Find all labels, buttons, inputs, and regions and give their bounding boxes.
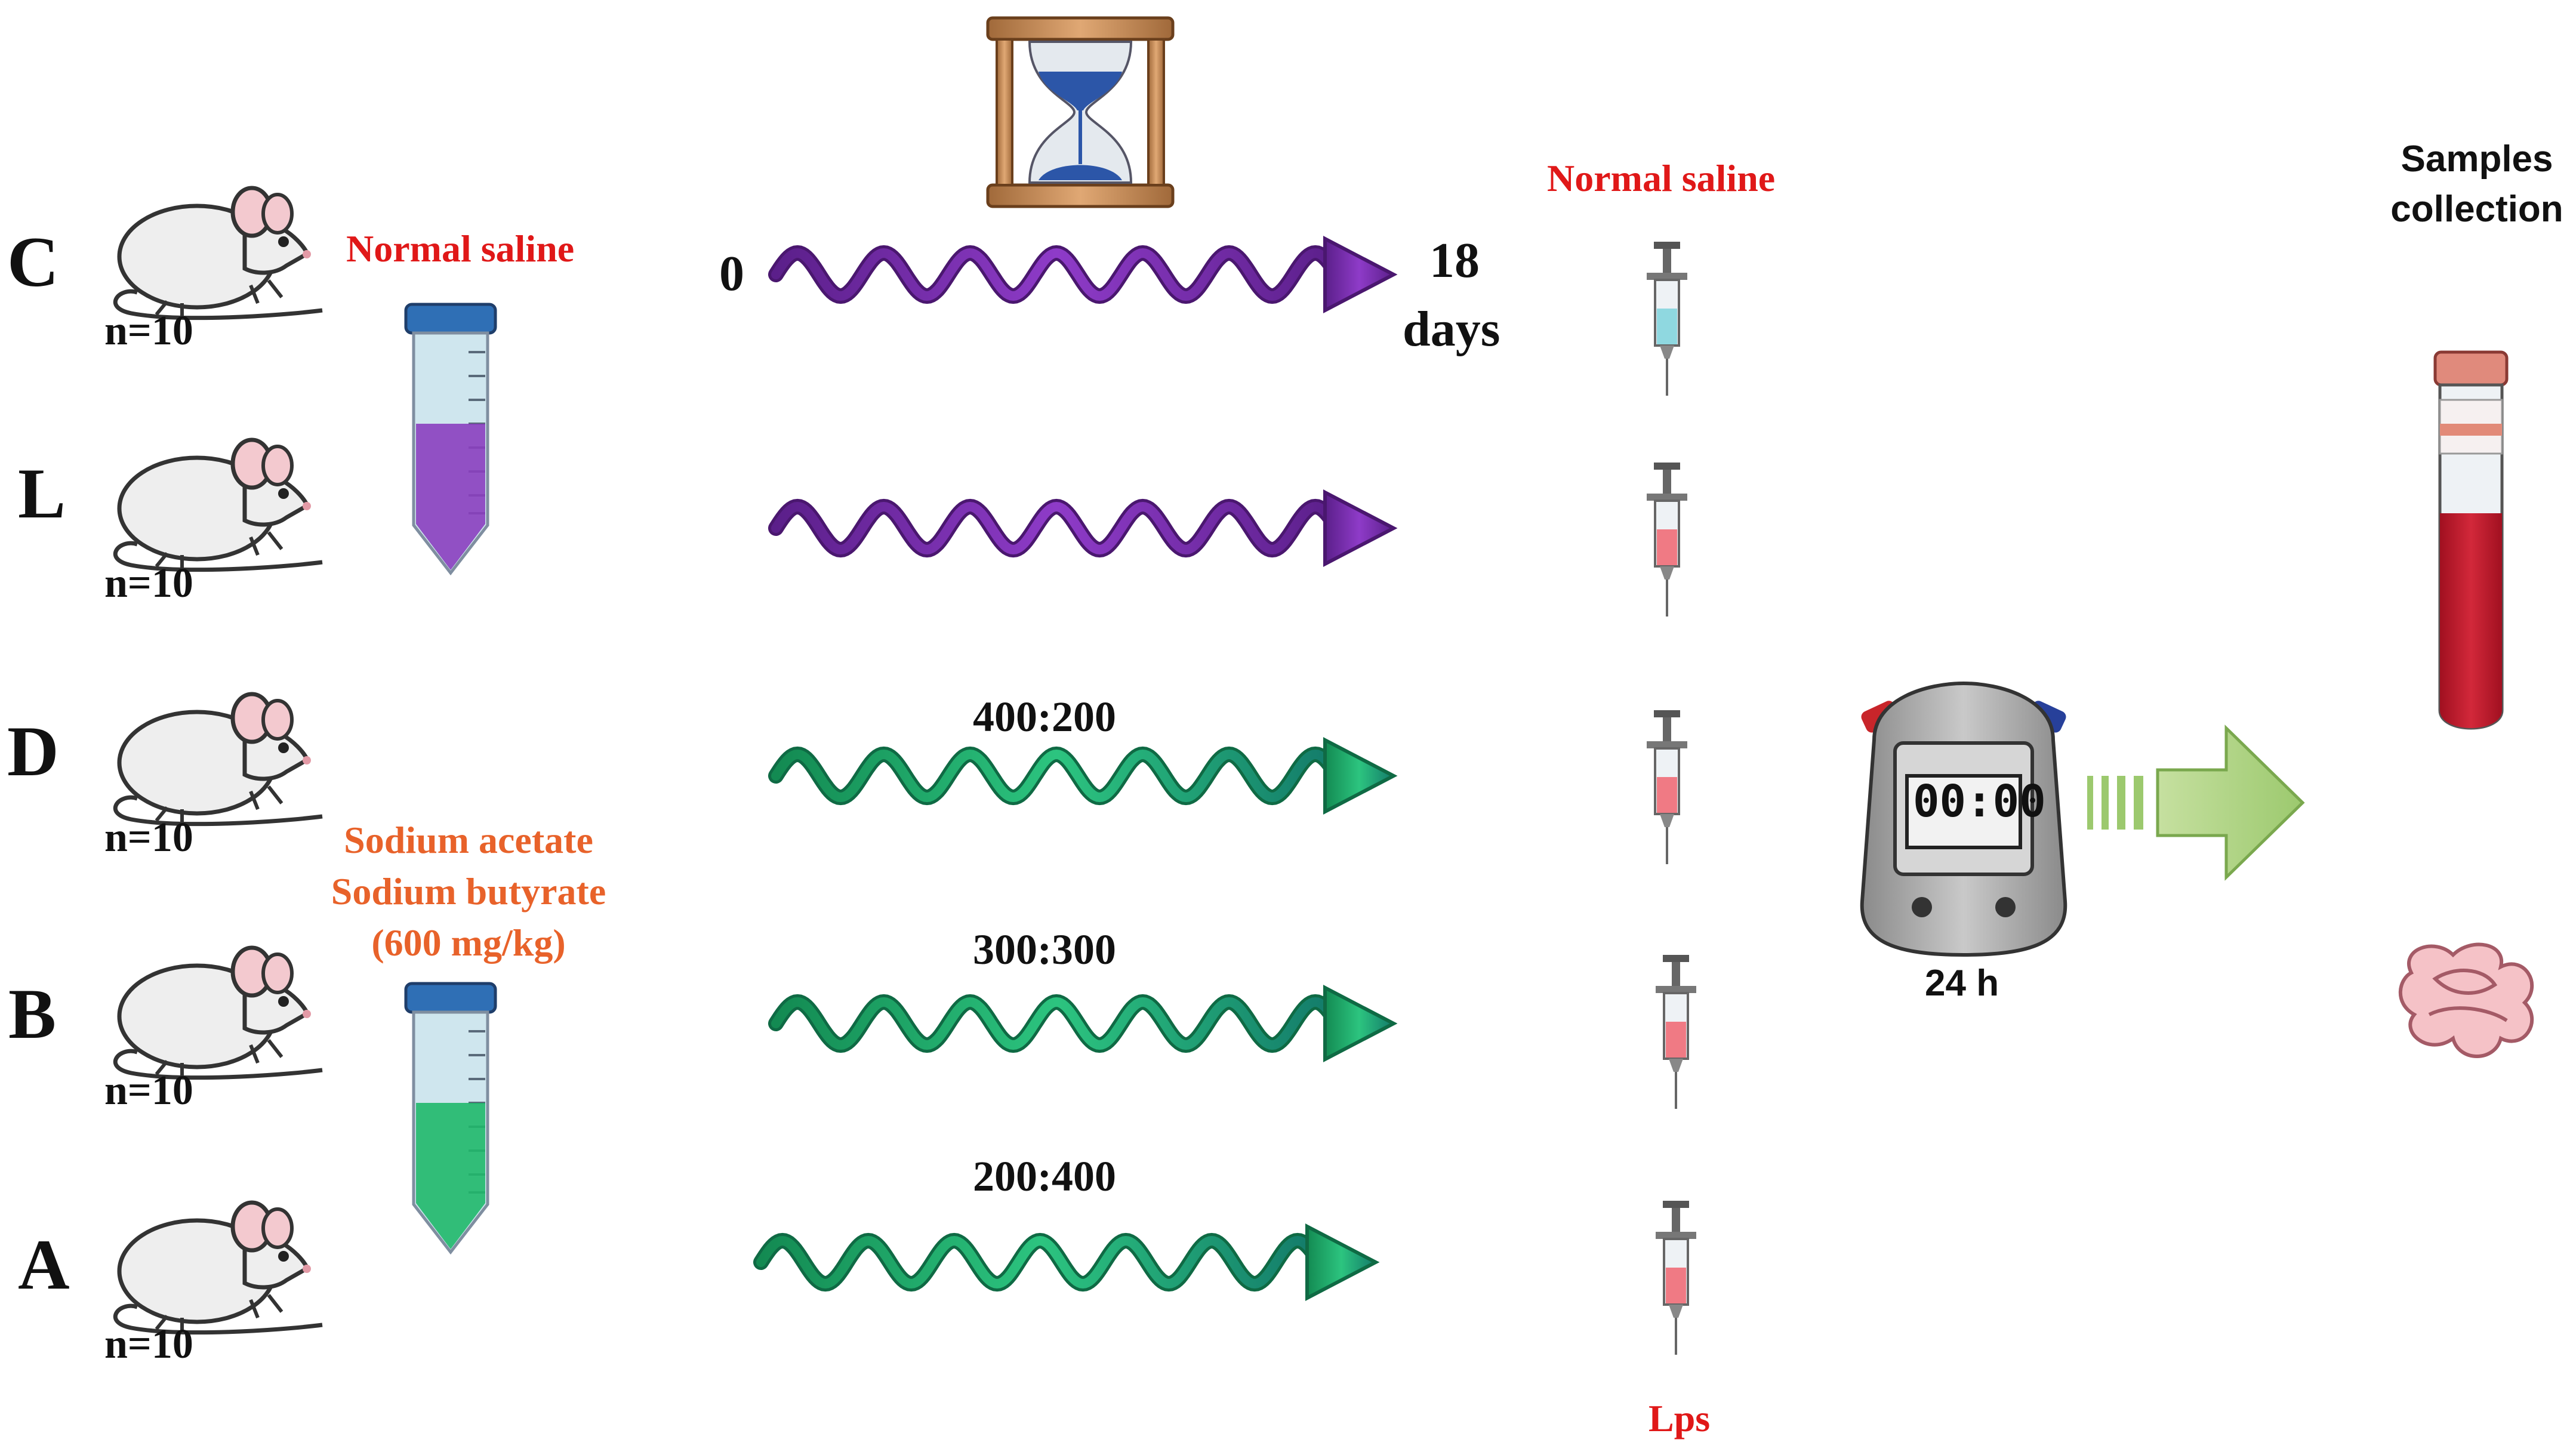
falcon-tube-icon-saline xyxy=(406,304,495,573)
timeline-arrow-c-wave xyxy=(771,248,1342,301)
timeline-arrow-a-head xyxy=(1305,1223,1380,1301)
stopwatch-duration: 24 h xyxy=(1925,963,1999,1004)
tube-label-line-3: (600 mg/kg) xyxy=(371,921,566,964)
timeline-arrow-a xyxy=(753,1223,1380,1301)
syringe-icon-d xyxy=(1646,709,1688,865)
tube-label-scfa: Sodium acetate Sodium butyrate (600 mg/k… xyxy=(316,815,621,969)
group-count-b: n=10 xyxy=(104,1068,193,1114)
group-label-d: D xyxy=(7,711,59,791)
ratio-label-b: 300:300 xyxy=(973,926,1116,973)
mouse-icon-a xyxy=(115,1203,322,1333)
hourglass-icon xyxy=(986,16,1175,208)
timeline-arrow-c xyxy=(768,236,1398,313)
timeline-arrow-l-wave xyxy=(771,501,1342,555)
syringe-icon-c xyxy=(1646,241,1688,397)
stopwatch-display: 00:00 xyxy=(1913,776,2046,827)
group-label-l: L xyxy=(18,454,66,533)
mouse-icon-l xyxy=(115,440,322,570)
group-label-a: A xyxy=(18,1225,70,1304)
blood-tube-icon xyxy=(2433,350,2509,730)
tube-label-saline: Normal saline xyxy=(346,227,575,270)
mouse-icon-c xyxy=(115,188,322,318)
timeline-arrow-b xyxy=(768,985,1398,1062)
timeline-arrow-b-head xyxy=(1323,985,1398,1062)
tube-label-line-2: Sodium butyrate xyxy=(331,870,606,913)
timeline-arrow-l xyxy=(768,489,1398,567)
samples-label-line-2: collection xyxy=(2390,189,2563,230)
injection-label-lps: Lps xyxy=(1648,1397,1711,1439)
timeline-end-unit: days xyxy=(1403,301,1500,357)
timeline-arrow-d xyxy=(768,737,1398,815)
mouse-icon-b xyxy=(115,948,322,1078)
arrow-icon-to-samples xyxy=(2087,725,2305,881)
timeline-arrow-d-wave xyxy=(771,749,1342,803)
falcon-tube-icon-scfa xyxy=(406,984,495,1252)
ratio-label-d: 400:200 xyxy=(973,693,1116,741)
timeline-arrow-d-head xyxy=(1323,737,1398,815)
timeline-arrows xyxy=(753,236,1398,1301)
syringe-icon-l xyxy=(1646,461,1688,618)
tube-label-line-1: Sodium acetate xyxy=(344,819,593,861)
group-count-c: n=10 xyxy=(104,308,193,354)
injection-label-saline: Normal saline xyxy=(1547,157,1776,199)
group-label-b: B xyxy=(8,974,57,1053)
timeline-arrow-c-head xyxy=(1323,236,1398,313)
stopwatch-icon xyxy=(1860,681,2067,957)
samples-label-line-1: Samples xyxy=(2401,138,2553,180)
samples-label: Samples collection xyxy=(2381,134,2572,235)
syringe-icon-a xyxy=(1654,1200,1697,1356)
group-count-l: n=10 xyxy=(104,560,193,606)
syringe-icon-b xyxy=(1654,954,1697,1110)
timeline-end-value: 18 xyxy=(1429,233,1480,288)
timeline-arrow-l-head xyxy=(1323,489,1398,567)
group-label-c: C xyxy=(7,222,59,301)
intestine-icon xyxy=(2398,942,2534,1058)
group-count-d: n=10 xyxy=(104,815,193,861)
mouse-icon-d xyxy=(115,694,322,824)
timeline-start: 0 xyxy=(719,246,744,301)
timeline-arrow-a-wave xyxy=(756,1235,1324,1289)
group-count-a: n=10 xyxy=(104,1321,193,1367)
ratio-label-a: 200:400 xyxy=(973,1152,1116,1200)
timeline-arrow-b-wave xyxy=(771,997,1342,1050)
